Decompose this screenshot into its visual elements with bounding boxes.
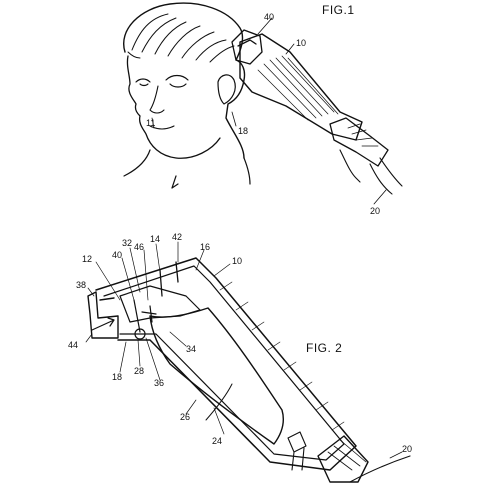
neck-shoulders xyxy=(123,149,251,189)
housing-hatch xyxy=(219,281,345,431)
handle-grip xyxy=(347,123,379,147)
fig2-label-38: 38 xyxy=(76,280,86,290)
fig2-label-10: 10 xyxy=(232,256,242,266)
nose xyxy=(149,85,165,114)
handle-end xyxy=(329,117,389,167)
bag-fold xyxy=(205,383,233,421)
apparatus-shading xyxy=(257,55,339,121)
fig1-leaders xyxy=(151,17,387,205)
inlet-arrow xyxy=(91,317,115,331)
fig2-label-14: 14 xyxy=(150,234,160,244)
fig2-label-24: 24 xyxy=(212,436,222,446)
fig1-label-18: 18 xyxy=(238,126,248,136)
head-outline xyxy=(123,2,246,159)
fig1-label-10: 10 xyxy=(296,38,306,48)
face-profile xyxy=(126,55,221,159)
collection-bag xyxy=(149,307,284,445)
housing-outer xyxy=(95,257,357,471)
fig2-title: FIG. 2 xyxy=(306,341,342,355)
fig2-label-12: 12 xyxy=(82,254,92,264)
handle-ribs xyxy=(327,439,367,471)
fig2-label-16: 16 xyxy=(200,242,210,252)
apparatus-body xyxy=(239,33,363,141)
nozzle-block xyxy=(231,29,263,65)
fig1-title: FIG.1 xyxy=(322,3,355,17)
ear xyxy=(217,74,236,105)
fig2-label-40: 40 xyxy=(112,250,122,260)
fig2-label-28: 28 xyxy=(134,366,144,376)
eye-left xyxy=(135,78,151,87)
fig2-leaders xyxy=(85,241,403,459)
cord-2 xyxy=(349,455,411,483)
handle xyxy=(317,435,369,483)
pivot xyxy=(134,328,146,340)
fig1-label-11: 11 xyxy=(146,118,155,128)
figure-1: FIG.1 40 10 11 18 20 xyxy=(123,2,403,216)
fig2-label-18: 18 xyxy=(112,372,122,382)
cord xyxy=(339,149,403,195)
fig2-label-42: 42 xyxy=(172,232,182,242)
mouth xyxy=(149,125,175,130)
eye-right xyxy=(165,74,189,88)
hair-strands xyxy=(127,13,235,63)
nozzle xyxy=(87,291,119,339)
fig2-label-20: 20 xyxy=(402,444,412,454)
fig2-label-32: 32 xyxy=(122,238,132,248)
fig1-label-20: 20 xyxy=(370,206,380,216)
deflector xyxy=(133,299,157,333)
fig2-label-36: 36 xyxy=(154,378,164,388)
fig2-label-34: 34 xyxy=(186,344,196,354)
figure-2: FIG. 2 32 14 42 46 40 16 10 12 38 44 34 … xyxy=(68,232,412,483)
fig2-label-44: 44 xyxy=(68,340,78,350)
fig2-label-26: 26 xyxy=(180,412,190,422)
clip xyxy=(287,431,307,471)
element-42 xyxy=(175,261,179,283)
fig2-label-46: 46 xyxy=(134,242,144,252)
fig1-label-40: 40 xyxy=(264,12,274,22)
element-14 xyxy=(159,269,163,297)
